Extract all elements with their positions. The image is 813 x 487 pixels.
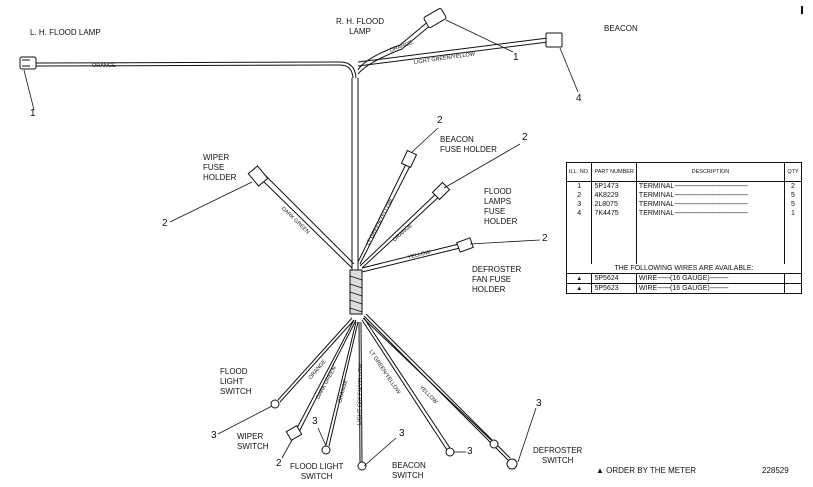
lt-green-terminal — [445, 447, 455, 457]
label-beacon-fuse-holder: BEACON FUSE HOLDER — [440, 135, 497, 154]
label-flood-lamps-fuse-holder: FLOOD LAMPS FUSE HOLDER — [484, 187, 518, 226]
wire-beacon — [357, 37, 549, 63]
wire-rh-lamp — [357, 19, 431, 71]
cell-part: 7K4475 — [591, 209, 637, 218]
cell-desc: TERMINAL--------------------------------… — [635, 181, 786, 191]
footnote-order-by-meter: ▲ ORDER BY THE METER — [596, 466, 697, 475]
label-flood-light-switch-left: FLOOD LIGHT SWITCH — [220, 367, 252, 396]
cell-qty: 5 — [784, 191, 802, 200]
cell-ill: 3 — [565, 200, 593, 209]
wire-extra-lower — [362, 317, 492, 441]
label-wiper-fuse-holder: WIPER FUSE HOLDER — [203, 153, 237, 182]
wire-wiper-switch — [295, 319, 355, 431]
cell-qty: 1 — [784, 209, 802, 218]
lh-lamp-terminal — [19, 56, 37, 70]
cell-desc: TERMINAL--------------------------------… — [635, 209, 786, 218]
label-defroster-switch: DEFROSTER SWITCH — [533, 446, 583, 465]
margin-mark — [801, 6, 803, 14]
callout-beacon-switch: 3 — [399, 428, 405, 439]
callout-beacon-fuse: 2 — [437, 115, 443, 126]
wire-wiper-fuse — [259, 177, 353, 269]
cell-part: 5P5623 — [591, 283, 637, 294]
label-rh-flood-lamp: R. H. FLOOD LAMP — [336, 17, 385, 36]
flood-switch-terminal — [270, 399, 280, 409]
defroster-switch-terminal — [506, 458, 518, 470]
beacon-fuse-holder — [400, 149, 418, 169]
wire-lh-lamp — [35, 61, 357, 79]
callout-wiper-switch: 2 — [276, 458, 282, 469]
table-row: 1 5P1473 TERMINAL-----------------------… — [565, 181, 802, 191]
callout-flood-switch: 3 — [211, 430, 217, 441]
wire-flood-switch-bottom — [325, 321, 357, 446]
label-beacon: BEACON — [604, 24, 638, 33]
beacon-switch-terminal — [357, 461, 367, 471]
defroster-fuse-holder — [456, 237, 474, 253]
cell-desc: TERMINAL--------------------------------… — [635, 200, 786, 209]
parts-table-header: ILL. NO. PART NUMBER DESCRIPTION QTY — [565, 162, 802, 182]
table-note-row: THE FOLLOWING WIRES ARE AVAILABLE: — [567, 264, 802, 274]
callout-defroster-switch: 3 — [536, 398, 542, 409]
callout-wiper-fuse: 2 — [162, 218, 168, 229]
header-part-number: PART NUMBER — [591, 162, 637, 182]
header-description: DESCRIPTION — [635, 162, 786, 182]
wire-flood-switch-left — [277, 317, 353, 401]
flood-fuse-holder — [431, 181, 451, 201]
beacon-terminal — [545, 32, 563, 48]
cell-qty — [784, 283, 802, 294]
header-qty: QTY — [784, 162, 802, 182]
table-row: ▲ 5P5624 WIRE-------(16 gauge)---------- — [565, 273, 802, 284]
wire-flood-fuse — [359, 189, 441, 267]
cell-desc: WIRE-------(16 gauge)---------- — [635, 283, 786, 294]
cell-mark: ▲ — [565, 273, 593, 284]
callout-rh-lamp: 1 — [513, 52, 519, 63]
table-row: 4 7K4475 TERMINAL-----------------------… — [565, 209, 802, 218]
rh-lamp-terminal — [423, 8, 447, 28]
label-defroster-fan-fuse-holder: DEFROSTER FAN FUSE HOLDER — [472, 265, 522, 294]
table-row: ▲ 5P5623 WIRE-------(16 gauge)---------- — [565, 283, 802, 294]
wire-label-light-green-yellow-lower: LIGHT GREEN/YELLOW — [357, 363, 365, 426]
callout-lh-lamp: 1 — [30, 108, 36, 119]
cell-qty: 5 — [784, 200, 802, 209]
table-spacer — [565, 218, 802, 264]
wires-available-note: THE FOLLOWING WIRES ARE AVAILABLE: — [614, 265, 754, 272]
cell-qty — [784, 273, 802, 284]
wire-lt-green-lower — [361, 319, 448, 451]
callout-beacon-switch-b: 3 — [467, 446, 473, 457]
cell-part: 5P1473 — [591, 181, 637, 191]
wiper-fuse-holder — [247, 165, 269, 187]
yellow-terminal — [489, 439, 499, 449]
wire-beacon-switch — [358, 321, 361, 463]
header-ill-no: ILL. NO. — [565, 162, 593, 182]
wiper-switch-terminal — [285, 424, 303, 442]
label-beacon-switch: BEACON SWITCH — [392, 461, 426, 480]
wire-defroster-fuse — [361, 242, 464, 269]
callout-wiper-switch-b: 3 — [312, 416, 318, 427]
table-row: 2 4K8229 TERMINAL-----------------------… — [565, 191, 802, 200]
cell-desc: TERMINAL--------------------------------… — [635, 191, 786, 200]
callout-flood-fuse: 2 — [522, 132, 528, 143]
cell-ill: 1 — [565, 181, 593, 191]
cell-part: 5P5624 — [591, 273, 637, 284]
callout-beacon: 4 — [576, 93, 582, 104]
wire-label-orange-left: ORANGE — [92, 63, 116, 69]
label-wiper-switch: WIPER SWITCH — [237, 432, 269, 451]
flood-switch-bottom-terminal — [321, 445, 331, 455]
cell-part: 4K8229 — [591, 191, 637, 200]
label-flood-light-switch-bottom: FLOOD LIGHT SWITCH — [290, 462, 344, 481]
cell-ill: 2 — [565, 191, 593, 200]
cell-part: 2L8075 — [591, 200, 637, 209]
wire-beacon-fuse — [357, 159, 409, 263]
table-row: 3 2L8075 TERMINAL-----------------------… — [565, 200, 802, 209]
callout-defroster-fuse: 2 — [542, 233, 548, 244]
parts-table: ILL. NO. PART NUMBER DESCRIPTION QTY 1 5… — [565, 162, 802, 294]
drawing-number: 228529 — [762, 466, 789, 475]
cell-mark: ▲ — [565, 283, 593, 294]
cell-qty: 2 — [784, 181, 802, 191]
cell-desc: WIRE-------(16 gauge)---------- — [635, 273, 786, 284]
label-lh-flood-lamp: L. H. FLOOD LAMP — [30, 28, 101, 37]
cell-ill: 4 — [565, 209, 593, 218]
